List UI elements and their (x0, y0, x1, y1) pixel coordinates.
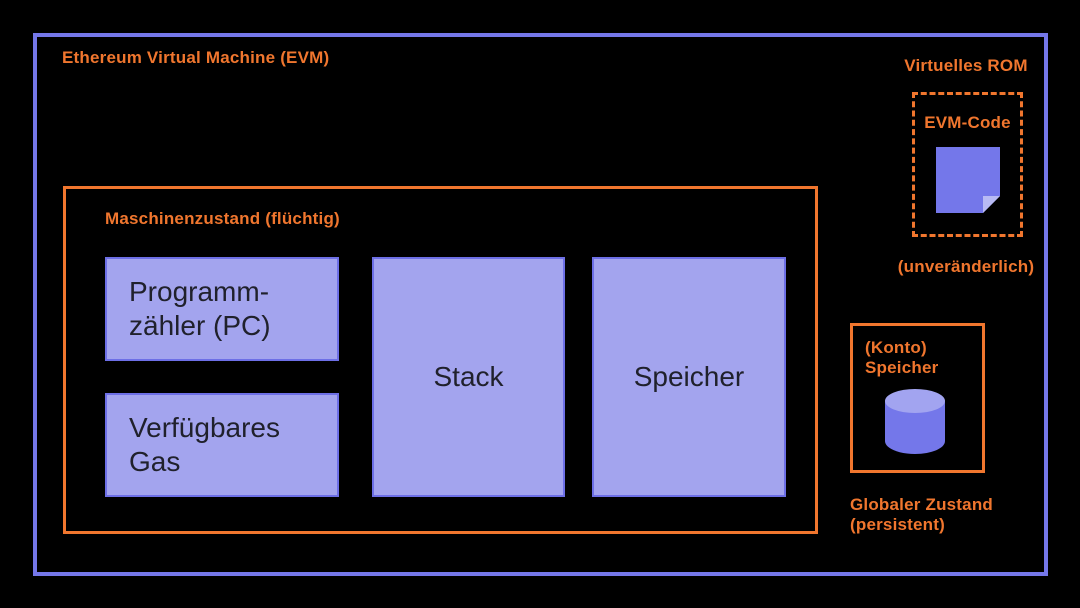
machine-state-label: Maschinenzustand (flüchtig) (105, 209, 340, 228)
evm-title: Ethereum Virtual Machine (EVM) (62, 48, 330, 67)
evm-code-label: EVM-Code (924, 113, 1011, 132)
rom-immutable-note: (unveränderlich) (897, 257, 1035, 276)
machine-state-box: Maschinenzustand (flüchtig) Programm- zä… (63, 186, 818, 534)
available-gas-box: Verfügbares Gas (105, 393, 339, 497)
stack-box: Stack (372, 257, 565, 497)
memory-box: Speicher (592, 257, 786, 497)
global-state-note: Globaler Zustand (persistent) (850, 495, 993, 534)
database-cylinder-icon (885, 389, 945, 454)
note-page-icon (936, 147, 1000, 213)
program-counter-box: Programm- zähler (PC) (105, 257, 339, 361)
account-storage-box: (Konto) Speicher (850, 323, 985, 473)
evm-container: Ethereum Virtual Machine (EVM) Maschinen… (33, 33, 1048, 576)
account-storage-label: (Konto) Speicher (865, 338, 939, 377)
virtual-rom-box: EVM-Code (912, 92, 1023, 237)
virtual-rom-title: Virtuelles ROM (904, 56, 1028, 75)
